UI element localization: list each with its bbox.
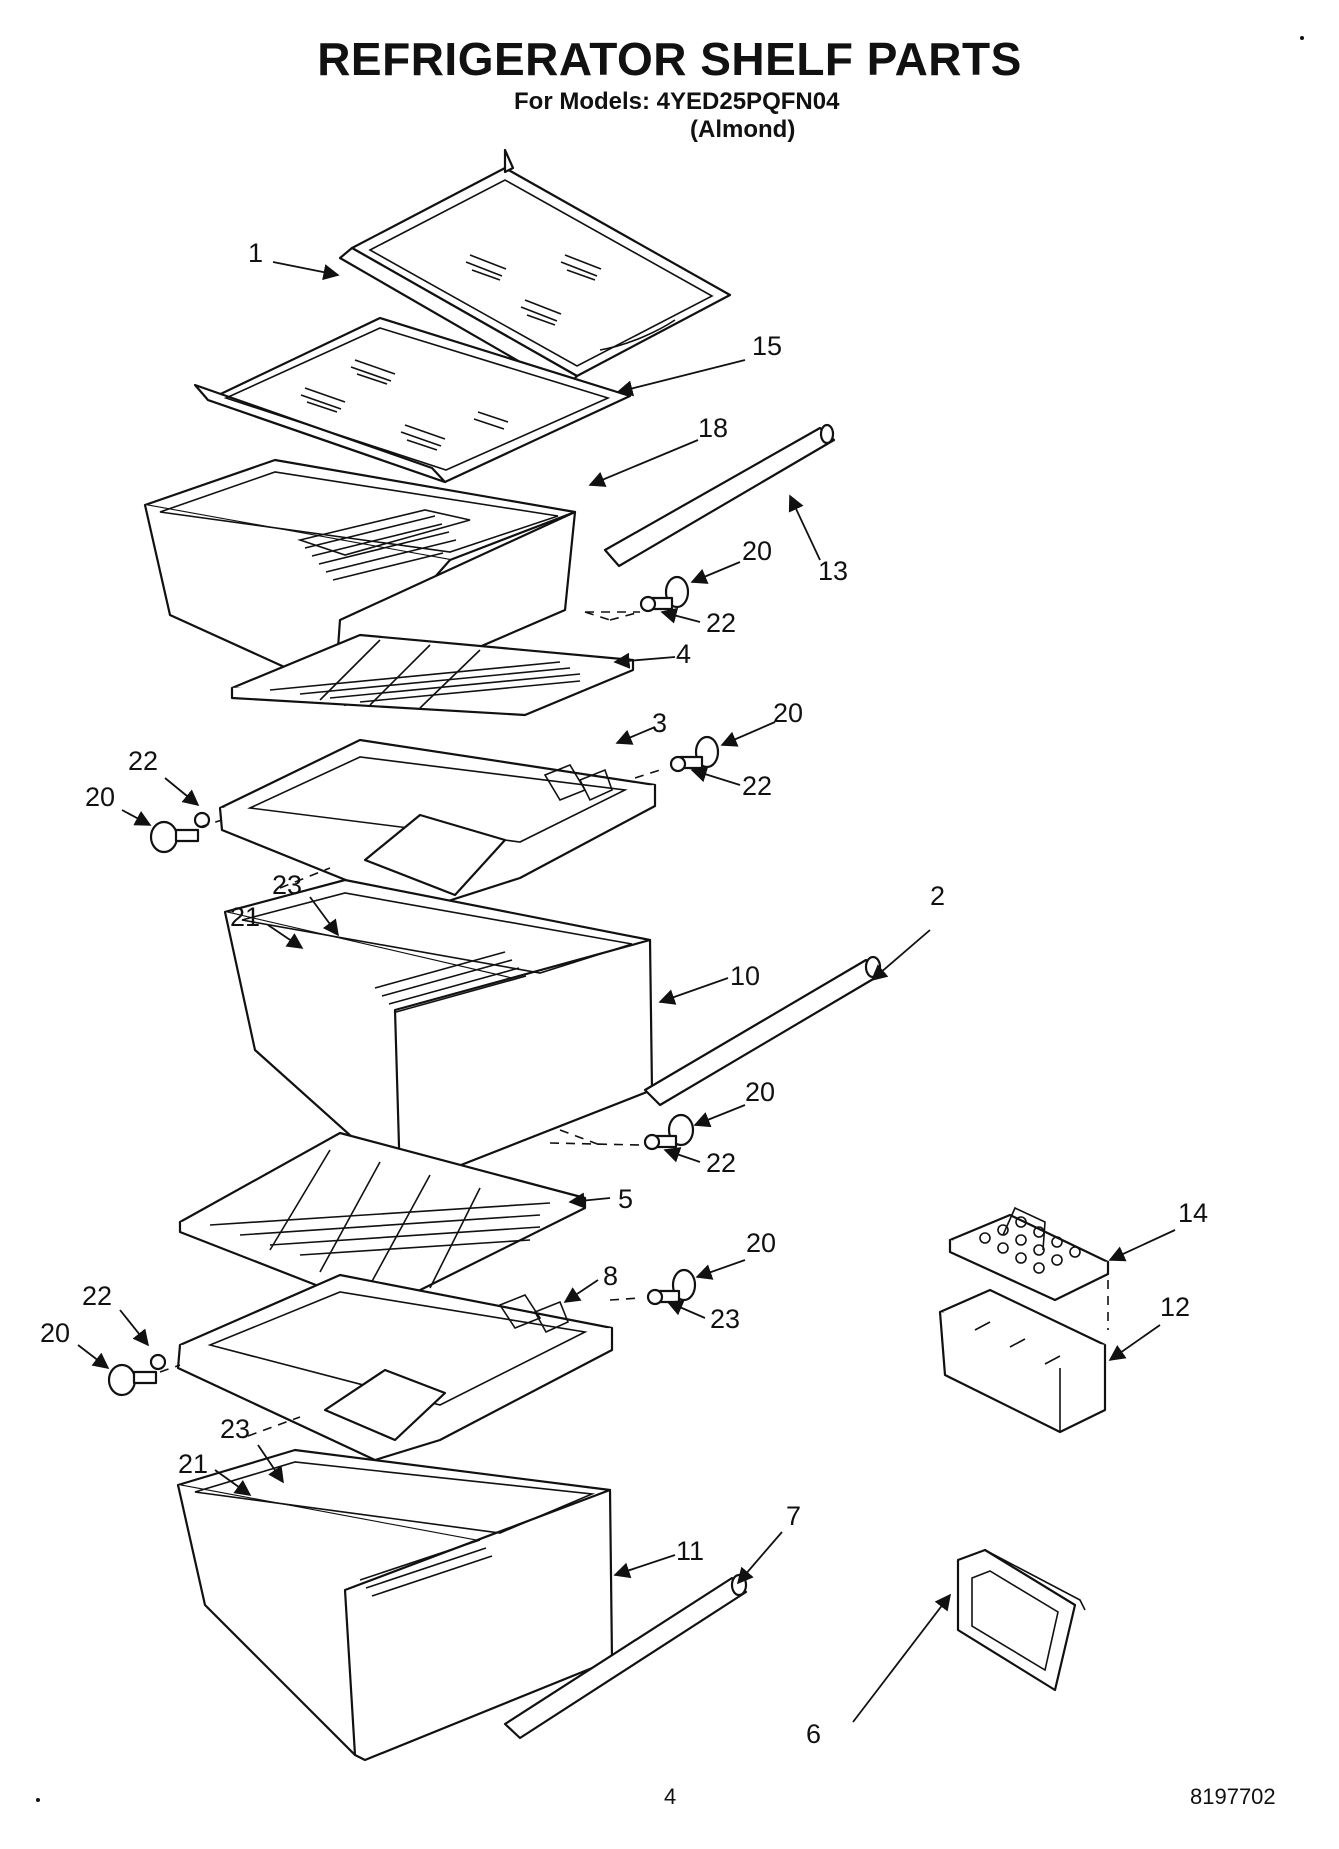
egg-bin-12 <box>938 1288 1107 1434</box>
page-title: REFRIGERATOR SHELF PARTS <box>317 33 1022 85</box>
callout-22-c: 22 <box>128 746 158 776</box>
callout-23-b: 23 <box>710 1304 740 1334</box>
crisper-cover-4 <box>230 633 635 717</box>
glass-shelf-lower <box>193 316 632 484</box>
callout-22-e: 22 <box>82 1281 112 1311</box>
callout-23-a: 23 <box>272 870 302 900</box>
rod-13 <box>603 423 836 568</box>
callout-13: 13 <box>818 556 848 586</box>
alignment-lines <box>159 611 661 1437</box>
callout-22-b: 22 <box>742 771 772 801</box>
callout-22-a: 22 <box>706 608 736 638</box>
callout-21-b: 21 <box>178 1449 208 1479</box>
callout-20-e: 20 <box>746 1228 776 1258</box>
callout-12: 12 <box>1160 1292 1190 1322</box>
callout-4: 4 <box>676 639 691 669</box>
crisper-drawer-10 <box>223 878 654 1187</box>
callout-14: 14 <box>1178 1198 1208 1228</box>
callout-18: 18 <box>698 413 728 443</box>
callout-7: 7 <box>786 1501 801 1531</box>
callout-1: 1 <box>248 238 263 268</box>
scan-speck <box>36 1798 40 1802</box>
callout-10: 10 <box>730 961 760 991</box>
egg-tray-14 <box>948 1206 1110 1302</box>
callout-3: 3 <box>652 708 667 738</box>
models-line: For Models: 4YED25PQFN04 <box>514 88 840 115</box>
callout-2: 2 <box>930 881 945 911</box>
callout-20-f: 20 <box>40 1318 70 1348</box>
adjuster-20-22-f <box>107 1353 167 1397</box>
crisper-drawer-11 <box>176 1448 614 1762</box>
callout-5: 5 <box>618 1184 633 1214</box>
adjuster-20-22-a <box>639 575 690 613</box>
adjuster-20-23-e <box>646 1268 697 1306</box>
scan-speck <box>1300 36 1304 40</box>
adjuster-20-22-d <box>643 1113 695 1151</box>
crisper-frame-3 <box>218 738 657 912</box>
callout-numbers: 1 15 18 13 20 22 4 3 20 22 22 20 23 21 2… <box>40 238 1208 1749</box>
callout-20-a: 20 <box>742 536 772 566</box>
adjuster-20-22-b <box>669 735 720 773</box>
callout-21-a: 21 <box>230 902 260 932</box>
card-holder-6 <box>956 1548 1086 1692</box>
callout-20-b: 20 <box>773 698 803 728</box>
glass-shelf-upper <box>338 148 732 390</box>
callout-8: 8 <box>603 1261 618 1291</box>
crisper-frame-8 <box>176 1273 614 1462</box>
callout-6: 6 <box>806 1719 821 1749</box>
document-number: 8197702 <box>1190 1784 1276 1809</box>
callout-20-c: 20 <box>85 782 115 812</box>
callout-20-d: 20 <box>745 1077 775 1107</box>
callout-22-d: 22 <box>706 1148 736 1178</box>
page-number: 4 <box>664 1784 677 1809</box>
callout-23-c: 23 <box>220 1414 250 1444</box>
leader-lines <box>77 261 1176 1723</box>
callout-15: 15 <box>752 331 782 361</box>
adjuster-20-22-c <box>149 811 211 854</box>
color-line: (Almond) <box>690 116 796 143</box>
callout-11: 11 <box>676 1536 704 1566</box>
